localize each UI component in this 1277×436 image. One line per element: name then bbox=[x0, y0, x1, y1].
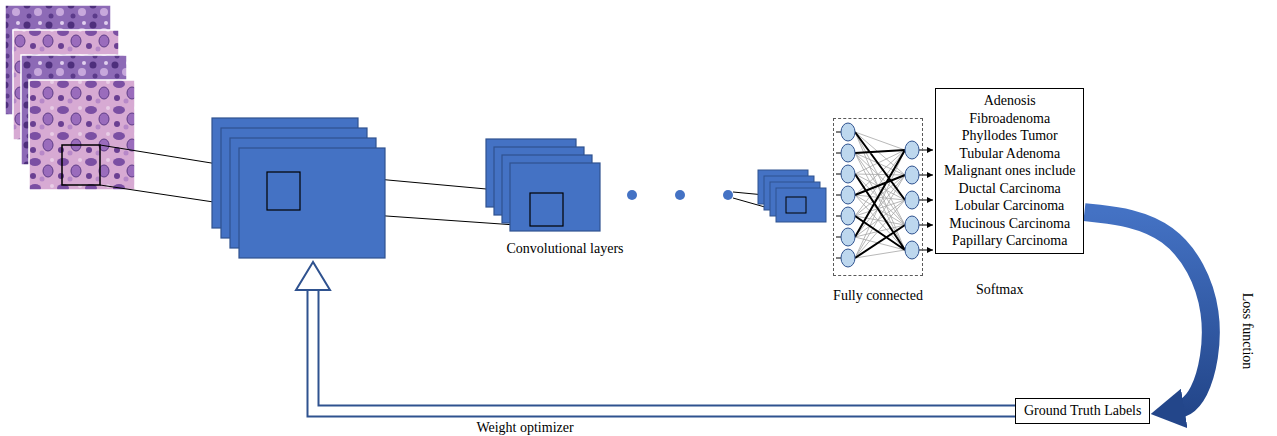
feedback-arrow bbox=[296, 262, 1016, 411]
neural-network bbox=[836, 123, 933, 267]
layer-caption: Convolutional layers bbox=[506, 241, 623, 256]
feature-map-stack bbox=[486, 139, 600, 231]
edge-label: Loss function bbox=[1240, 293, 1255, 370]
class-name: Adenosis bbox=[944, 92, 1075, 110]
ellipsis-dots bbox=[627, 190, 733, 200]
box-caption: Fully connected bbox=[833, 287, 923, 304]
ground-truth-box: Ground Truth Labels bbox=[1015, 398, 1150, 424]
class-list-box: AdenosisFibroadenomaPhyllodes TumorTubul… bbox=[935, 88, 1084, 254]
feature-map-stack bbox=[758, 170, 826, 222]
class-name: Ground Truth Labels bbox=[1024, 402, 1141, 420]
class-name: Lobular Carcinoma bbox=[944, 197, 1075, 215]
class-name: Malignant ones include bbox=[944, 162, 1075, 180]
arrow-caption: Weight optimizer bbox=[476, 420, 573, 435]
class-name: Fibroadenoma bbox=[944, 110, 1075, 128]
fully-connected-box: Fully connected bbox=[833, 118, 923, 276]
box-caption: Softmax bbox=[976, 281, 1023, 298]
class-name: Papillary Carcinoma bbox=[944, 232, 1075, 250]
class-name: Phyllodes Tumor bbox=[944, 127, 1075, 145]
feature-map-stack bbox=[212, 118, 385, 258]
class-name: Tubular Adenoma bbox=[944, 145, 1075, 163]
class-name: Mucinous Carcinoma bbox=[944, 215, 1075, 233]
receptive-field-lines bbox=[100, 145, 786, 226]
histology-images bbox=[5, 5, 135, 190]
class-name: Ductal Carcinoma bbox=[944, 180, 1075, 198]
loss-arrow bbox=[1084, 212, 1210, 411]
